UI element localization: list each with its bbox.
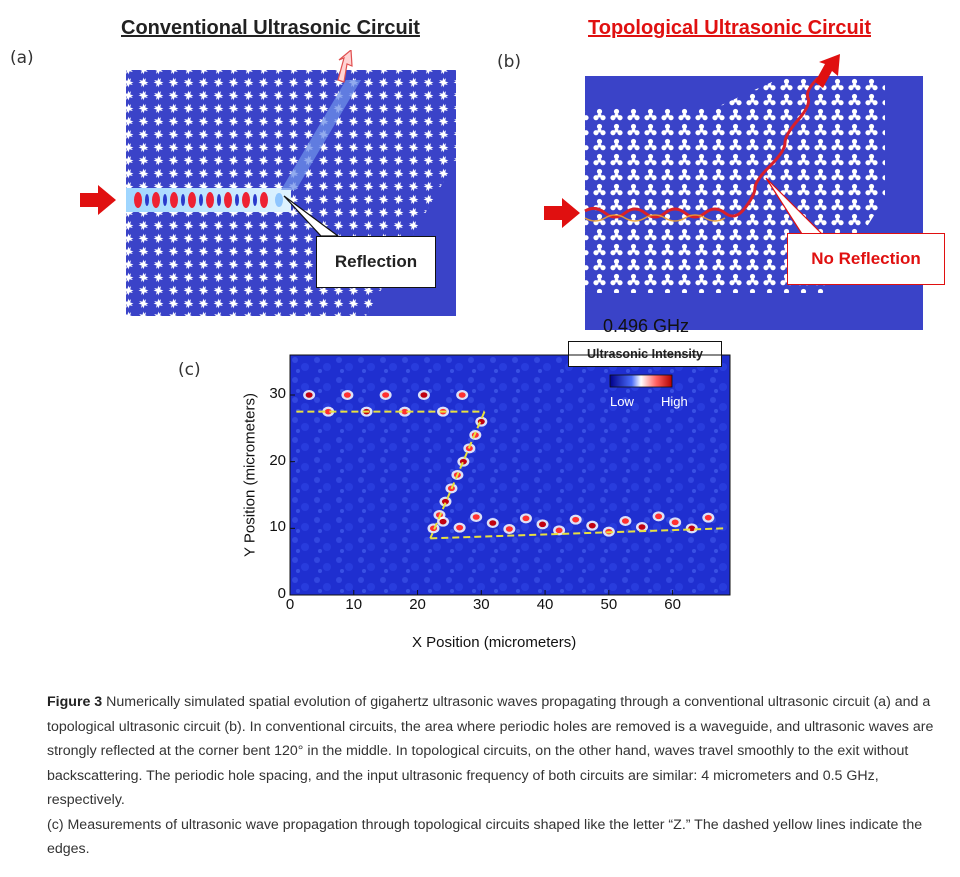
hotspot-core bbox=[420, 392, 428, 398]
panel-b-edge-wave bbox=[584, 76, 820, 219]
caption-paragraph-1: Figure 3 Numerically simulated spatial e… bbox=[47, 694, 934, 808]
caption-paragraph-2: (c) Measurements of ultrasonic wave prop… bbox=[47, 816, 923, 858]
hotspot-core bbox=[621, 518, 629, 524]
x-tick-label: 0 bbox=[285, 596, 295, 613]
edge-dashed-lines bbox=[296, 410, 724, 540]
hotspot-core bbox=[401, 408, 409, 415]
panel-a-label: (a) bbox=[10, 48, 34, 68]
y-tick-label: 10 bbox=[269, 518, 286, 536]
panel-a-diagonal-guide bbox=[281, 80, 361, 190]
hotspot-core bbox=[382, 392, 390, 398]
hotspot-core bbox=[638, 524, 646, 530]
panel-c-label: (c) bbox=[178, 360, 201, 380]
hotspot-core bbox=[458, 392, 466, 398]
y-axis-label: Y Position (micrometers) bbox=[241, 393, 259, 557]
hotspot-core bbox=[305, 392, 313, 398]
panel-b-input-arrow bbox=[544, 198, 580, 228]
panel-a-simulation bbox=[80, 50, 456, 316]
hotspot-core bbox=[655, 513, 663, 520]
x-tick-label: 60 bbox=[664, 596, 681, 613]
panel-a-wave-pattern bbox=[134, 192, 283, 208]
no-reflection-callout: No Reflection bbox=[787, 233, 945, 285]
intensity-map bbox=[290, 355, 730, 595]
panel-b-simulation bbox=[544, 54, 923, 330]
hotspot-core bbox=[456, 524, 464, 531]
hotspot-core bbox=[324, 408, 332, 415]
colorbar-high-label: High bbox=[661, 394, 688, 409]
hotspot-core bbox=[505, 526, 513, 532]
hotspot-core bbox=[588, 522, 596, 529]
edge-line bbox=[429, 411, 486, 539]
reflection-callout: Reflection bbox=[316, 236, 436, 288]
colorbar bbox=[609, 374, 673, 388]
edge-line bbox=[430, 527, 724, 540]
x-axis-label: X Position (micrometers) bbox=[412, 634, 577, 651]
colorbar-title: Ultrasonic Intensity bbox=[568, 341, 722, 367]
y-tick-label: 20 bbox=[269, 451, 286, 469]
colorbar-low-label: Low bbox=[610, 394, 634, 409]
hotspot-core bbox=[441, 498, 449, 505]
intensity-hotspots bbox=[303, 390, 715, 537]
figure-caption: Figure 3 Numerically simulated spatial e… bbox=[47, 690, 937, 862]
axes bbox=[289, 354, 731, 596]
figure-label: Figure 3 bbox=[47, 694, 103, 710]
x-tick-label: 10 bbox=[345, 596, 363, 613]
hotspot-core bbox=[489, 520, 497, 526]
intensity-field bbox=[290, 355, 730, 595]
x-tick-label: 30 bbox=[472, 596, 490, 613]
hotspot-core bbox=[555, 527, 563, 534]
hotspot-core bbox=[439, 518, 447, 525]
panel-a-exit-arrow bbox=[337, 50, 353, 83]
x-tick-label: 20 bbox=[409, 596, 426, 613]
hotspot-core bbox=[522, 515, 530, 522]
x-tick-label: 50 bbox=[600, 596, 618, 613]
hotspot-core bbox=[472, 514, 480, 520]
frequency-readout: 0.496 GHz bbox=[603, 316, 690, 336]
hotspot-core bbox=[343, 392, 351, 398]
panel-a-title: Conventional Ultrasonic Circuit bbox=[121, 17, 420, 39]
panel-b-label: (b) bbox=[497, 52, 522, 72]
y-tick-label: 30 bbox=[269, 385, 286, 402]
hotspot-core bbox=[704, 514, 712, 521]
x-tick-label: 40 bbox=[536, 596, 554, 613]
y-tick-label: 0 bbox=[277, 585, 286, 602]
hotspot-core bbox=[539, 521, 547, 528]
hotspot-core bbox=[671, 519, 679, 526]
plot-frame bbox=[289, 354, 731, 596]
panel-a-input-arrow bbox=[80, 185, 116, 215]
panel-b-title: Topological Ultrasonic Circuit bbox=[588, 17, 871, 39]
panel-b-exit-arrow bbox=[815, 54, 840, 88]
hotspot-core bbox=[572, 516, 580, 523]
